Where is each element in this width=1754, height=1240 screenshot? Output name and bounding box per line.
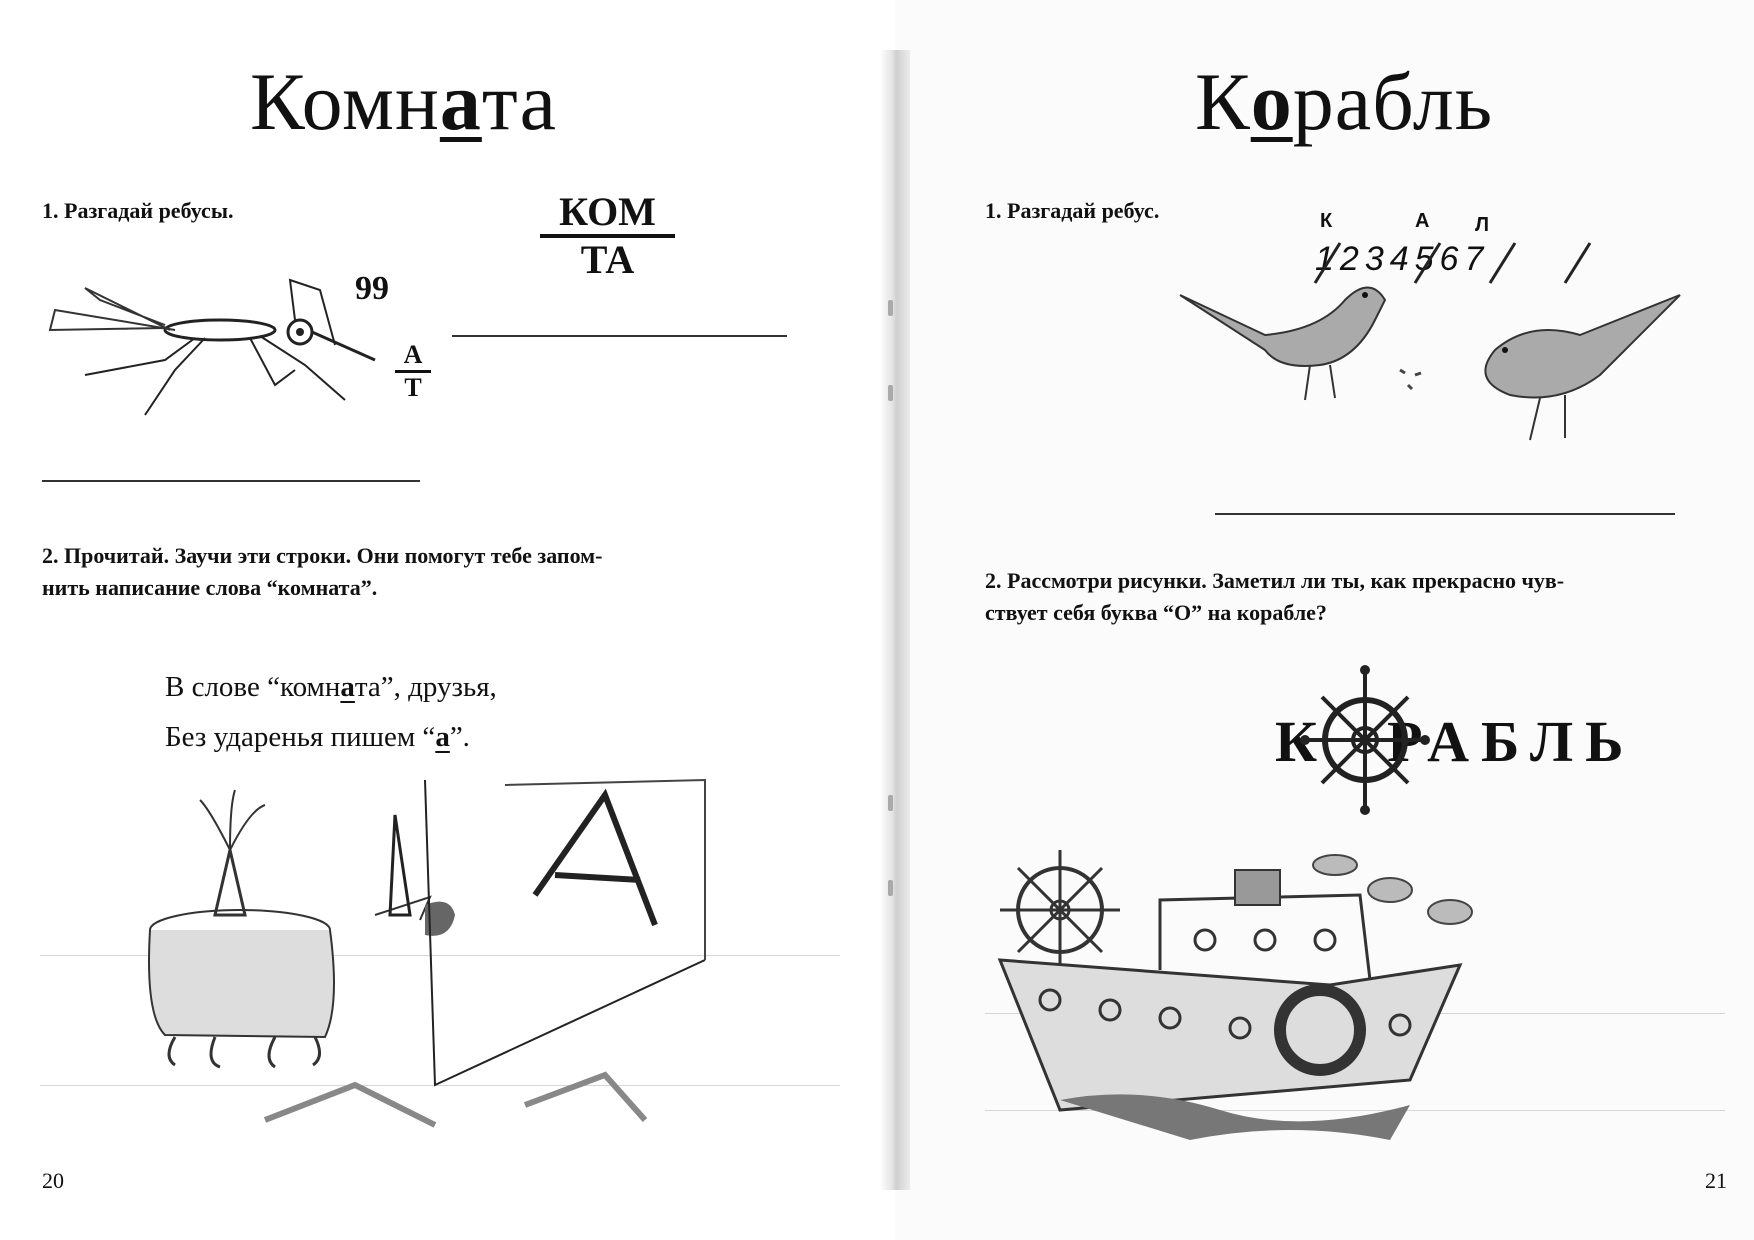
answer-line <box>452 335 787 337</box>
rebus1-denominator: Т <box>404 373 422 402</box>
staple <box>888 795 893 811</box>
sparrows-illustration <box>1179 286 1681 441</box>
answer-line <box>42 480 420 482</box>
rebus2-fraction: КОМ ТА <box>540 190 675 282</box>
rebus2-numerator: КОМ <box>559 189 656 234</box>
task2-line1: 2. Рассмотри рисунки. Заметил ли ты, как… <box>985 568 1565 593</box>
task2-line2: ствует себя буква “О” на корабле? <box>985 600 1327 625</box>
page-number-right: 21 <box>1705 1168 1727 1193</box>
book-gutter <box>880 50 910 1190</box>
answer-line <box>1215 513 1675 515</box>
rebus-hint-letter: К <box>1320 210 1333 232</box>
rebus2-denominator: ТА <box>580 237 635 282</box>
task2-text-left: 2. Прочитай. Заучи эти строки. Они помог… <box>42 540 602 604</box>
mosquito-illustration <box>48 278 376 416</box>
ruled-line <box>985 1110 1725 1111</box>
staple <box>888 385 893 401</box>
rebus-hint-letter: А <box>1415 210 1430 232</box>
ship-wheel-icon <box>1300 665 1430 815</box>
page-title-left: Комната <box>250 56 558 147</box>
ship-illustration <box>997 850 1473 1140</box>
verse-line2: Без ударенья пишем “а”. <box>165 721 470 753</box>
page-title-right: Корабль <box>1195 56 1494 147</box>
rebus1-fraction: А Т <box>395 340 431 403</box>
left-page <box>0 0 895 1240</box>
fraction-bar <box>540 234 675 238</box>
staple <box>888 880 893 896</box>
rebus-quote-marks: 99 <box>355 270 389 307</box>
room-illustration <box>148 778 706 1128</box>
crossed-digits-strokes <box>1313 242 1592 284</box>
rebus-hint-letter: Л <box>1475 214 1490 236</box>
task2-line2: нить написание слова “комната”. <box>42 575 378 600</box>
task2-text-right: 2. Рассмотри рисунки. Заметил ли ты, как… <box>985 565 1564 629</box>
page-number-left: 20 <box>42 1168 64 1193</box>
mnemonic-verse: В слове “комната”, друзья, Без ударенья … <box>165 662 497 762</box>
ruled-line <box>40 955 840 956</box>
rebus-digits: 1234567 <box>1315 240 1490 278</box>
fraction-bar <box>395 370 431 373</box>
ruled-line <box>40 1085 840 1086</box>
rebus1-numerator: А <box>403 340 423 369</box>
task1-heading-left: 1. Разгадай ребусы. <box>42 198 234 223</box>
task2-line1: 2. Прочитай. Заучи эти строки. Они помог… <box>42 543 603 568</box>
staple <box>888 300 893 316</box>
task1-heading-right: 1. Разгадай ребус. <box>985 198 1160 223</box>
verse-line1: В слове “комната”, друзья, <box>165 671 497 703</box>
